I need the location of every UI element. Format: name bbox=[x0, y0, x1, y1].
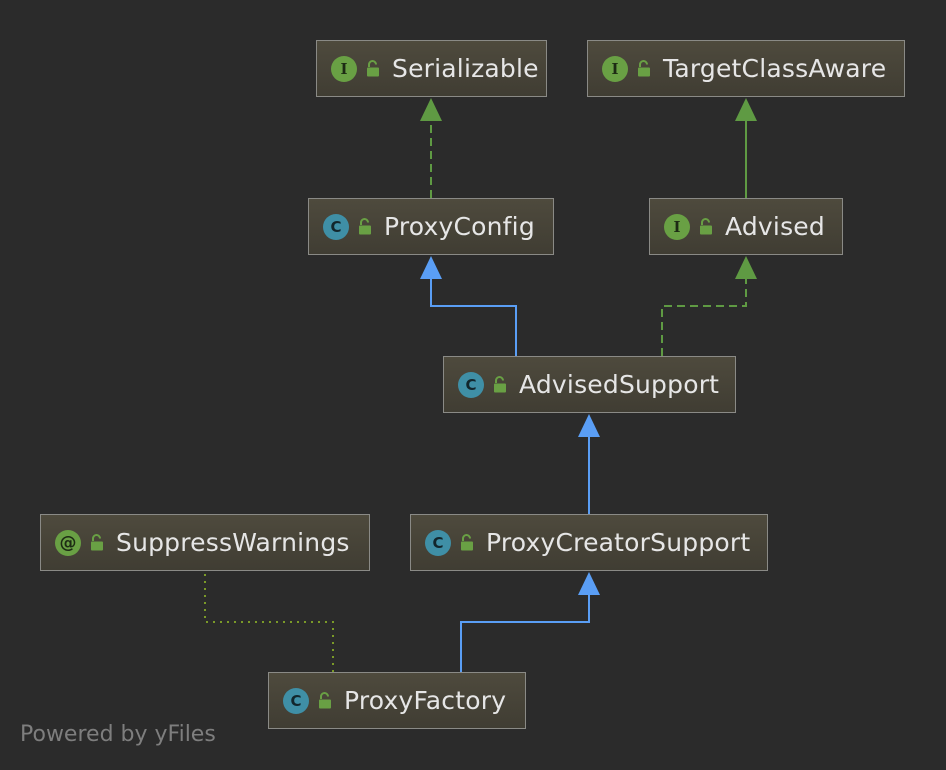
node-proxycreatorsupport[interactable]: C ProxyCreatorSupport bbox=[410, 514, 768, 571]
annotation-icon: @ bbox=[55, 529, 81, 556]
node-label: ProxyConfig bbox=[384, 212, 535, 241]
edge-proxyfactory-extends-proxycreatorsupport bbox=[460, 572, 600, 672]
node-targetclassaware[interactable]: I TargetClassAware bbox=[587, 40, 905, 97]
node-proxyconfig[interactable]: C ProxyConfig bbox=[308, 198, 554, 255]
node-label: TargetClassAware bbox=[663, 54, 887, 83]
node-label: AdvisedSupport bbox=[519, 370, 720, 399]
node-label: ProxyFactory bbox=[344, 686, 507, 715]
public-lock-icon bbox=[358, 218, 372, 235]
interface-icon: I bbox=[664, 213, 690, 240]
public-lock-icon bbox=[90, 534, 104, 551]
node-suppresswarnings[interactable]: @ SuppressWarnings bbox=[40, 514, 370, 571]
public-lock-icon bbox=[493, 376, 507, 393]
public-lock-icon bbox=[460, 534, 474, 551]
public-lock-icon bbox=[366, 60, 380, 77]
node-proxyfactory[interactable]: C ProxyFactory bbox=[268, 672, 526, 729]
node-label: SuppressWarnings bbox=[116, 528, 350, 557]
powered-by-footer: Powered by yFiles bbox=[20, 722, 216, 747]
class-icon: C bbox=[425, 529, 451, 556]
interface-icon: I bbox=[331, 55, 357, 82]
node-label: Serializable bbox=[392, 54, 539, 83]
interface-icon: I bbox=[602, 55, 628, 82]
node-serializable[interactable]: I Serializable bbox=[316, 40, 547, 97]
edge-proxyfactory-annotated-suppresswarnings bbox=[204, 572, 334, 672]
public-lock-icon bbox=[318, 692, 332, 709]
edge-proxyconfig-implements-serializable bbox=[420, 98, 442, 198]
class-icon: C bbox=[323, 213, 349, 240]
node-advised[interactable]: I Advised bbox=[649, 198, 843, 255]
node-advisedsupport[interactable]: C AdvisedSupport bbox=[443, 356, 736, 413]
public-lock-icon bbox=[699, 218, 713, 235]
node-label: ProxyCreatorSupport bbox=[486, 528, 751, 557]
edge-advised-extends-targetclassaware bbox=[735, 98, 757, 198]
public-lock-icon bbox=[637, 60, 651, 77]
class-icon: C bbox=[458, 371, 484, 398]
edge-advisedsupport-implements-advised bbox=[661, 256, 757, 356]
edge-proxycreatorsupport-extends-advisedsupport bbox=[578, 414, 600, 514]
edge-advisedsupport-extends-proxyconfig bbox=[420, 256, 517, 356]
node-label: Advised bbox=[725, 212, 825, 241]
class-icon: C bbox=[283, 687, 309, 714]
